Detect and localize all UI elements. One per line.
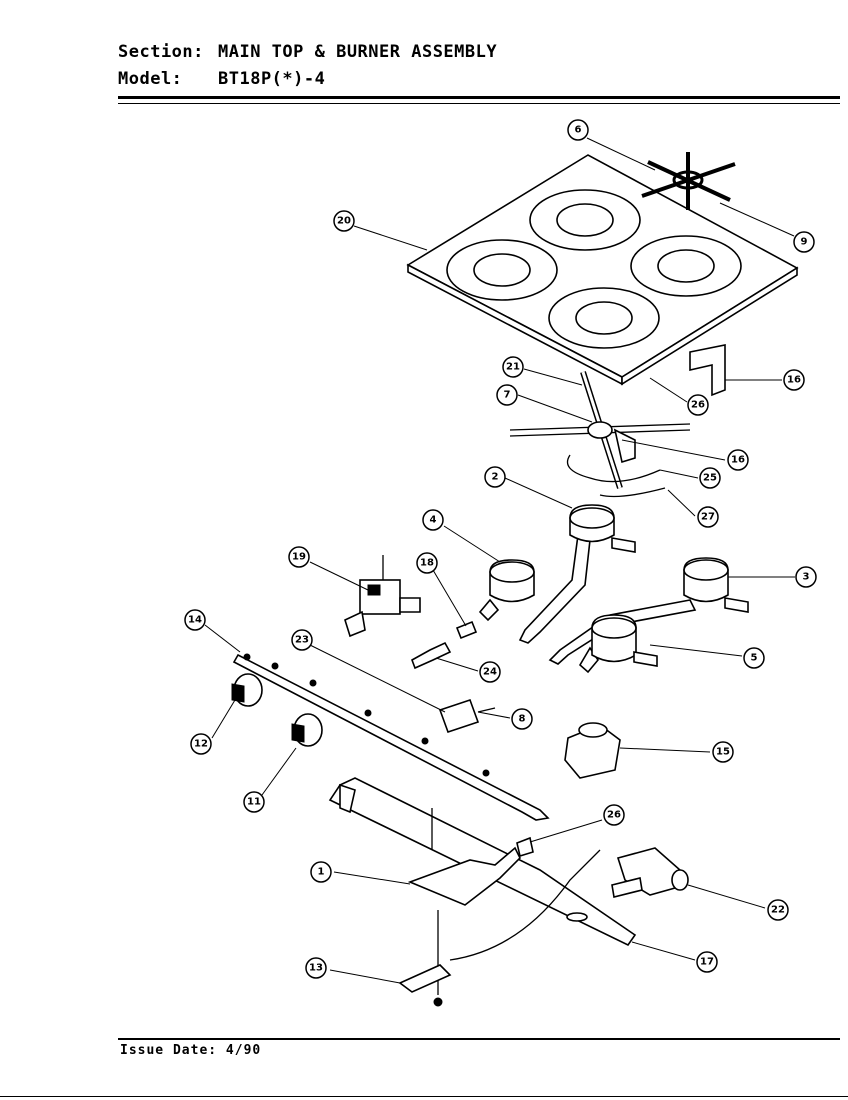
callout-24: 24 xyxy=(479,661,501,683)
callout-22-label: 22 xyxy=(771,905,785,916)
callout-8: 8 xyxy=(511,708,533,730)
callout-26a: 26 xyxy=(687,394,709,416)
callout-6: 6 xyxy=(567,119,589,141)
callout-26a-label: 26 xyxy=(691,400,705,411)
callout-7: 7 xyxy=(496,384,518,406)
top-bracket xyxy=(689,344,726,397)
orifice-parts xyxy=(411,620,478,670)
burner-5 xyxy=(578,614,658,674)
callout-27-label: 27 xyxy=(701,512,715,523)
callout-19: 19 xyxy=(288,546,310,568)
callout-5-label: 5 xyxy=(751,653,758,664)
callout-26b: 26 xyxy=(603,804,625,826)
footer-rule xyxy=(118,1038,840,1040)
header-rule-thick xyxy=(118,96,840,99)
model-label: Model: xyxy=(118,69,183,89)
burner-valve-8 xyxy=(438,698,496,734)
callout-12: 12 xyxy=(190,733,212,755)
manifold-bar xyxy=(232,653,550,821)
callout-15-label: 15 xyxy=(716,747,730,758)
leader-lines xyxy=(204,137,795,984)
callout-22: 22 xyxy=(767,899,789,921)
callout-6-label: 6 xyxy=(575,125,582,136)
callout-14-label: 14 xyxy=(188,615,202,626)
callout-23-label: 23 xyxy=(295,635,309,646)
burner-grate xyxy=(641,152,736,210)
callout-16a: 16 xyxy=(783,369,805,391)
igniter-assembly xyxy=(509,371,691,498)
callout-19-label: 19 xyxy=(292,552,306,563)
callout-12-label: 12 xyxy=(194,739,208,750)
callout-3-label: 3 xyxy=(803,572,810,583)
knobs xyxy=(231,673,323,747)
callout-11-label: 11 xyxy=(247,797,261,808)
safety-valve-22 xyxy=(611,847,689,898)
callout-1-label: 1 xyxy=(318,867,325,878)
callout-25-label: 25 xyxy=(703,473,717,484)
callout-2: 2 xyxy=(484,466,506,488)
callout-2-label: 2 xyxy=(492,472,499,483)
callout-16b: 16 xyxy=(727,449,749,471)
callout-20-label: 20 xyxy=(337,216,351,227)
callout-15: 15 xyxy=(712,741,734,763)
section-label: Section: xyxy=(118,42,204,62)
callout-8-label: 8 xyxy=(519,714,526,725)
pressure-regulator xyxy=(564,722,621,779)
callout-13-label: 13 xyxy=(309,963,323,974)
callout-21: 21 xyxy=(502,356,524,378)
callout-20: 20 xyxy=(333,210,355,232)
issue-date: Issue Date: 4/90 xyxy=(120,1043,262,1058)
callout-13: 13 xyxy=(305,957,327,979)
callout-26b-label: 26 xyxy=(607,810,621,821)
oven-valve-19 xyxy=(344,555,421,638)
burner-3 xyxy=(548,557,749,665)
callout-21-label: 21 xyxy=(506,362,520,373)
callout-4-label: 4 xyxy=(430,515,437,526)
callout-16a-label: 16 xyxy=(787,375,801,386)
callout-23: 23 xyxy=(291,629,313,651)
main-top-panel xyxy=(406,154,799,386)
callout-18-label: 18 xyxy=(420,558,434,569)
callout-18: 18 xyxy=(416,552,438,574)
callout-1: 1 xyxy=(310,861,332,883)
lower-bracket xyxy=(328,777,637,947)
page-bottom-rule xyxy=(0,1096,848,1097)
burner-4 xyxy=(478,559,535,622)
callout-17: 17 xyxy=(696,951,718,973)
callout-5: 5 xyxy=(743,647,765,669)
callout-16b-label: 16 xyxy=(731,455,745,466)
model-line: Model: BT18P(*)-4 xyxy=(118,69,325,89)
callout-11: 11 xyxy=(243,791,265,813)
section-line: Section: MAIN TOP & BURNER ASSEMBLY xyxy=(118,42,497,62)
callout-27: 27 xyxy=(697,506,719,528)
header-rule-thin xyxy=(118,103,840,104)
callout-9-label: 9 xyxy=(801,237,808,248)
callout-4: 4 xyxy=(422,509,444,531)
callout-9: 9 xyxy=(793,231,815,253)
callout-24-label: 24 xyxy=(483,667,497,678)
thermocouple-clip xyxy=(398,964,452,1007)
callout-7-label: 7 xyxy=(504,390,511,401)
model-value: BT18P(*)-4 xyxy=(218,69,326,89)
section-value: MAIN TOP & BURNER ASSEMBLY xyxy=(218,42,498,62)
callout-14: 14 xyxy=(184,609,206,631)
callout-25: 25 xyxy=(699,467,721,489)
burner-2 xyxy=(518,504,636,644)
callout-3: 3 xyxy=(795,566,817,588)
callout-17-label: 17 xyxy=(700,957,714,968)
